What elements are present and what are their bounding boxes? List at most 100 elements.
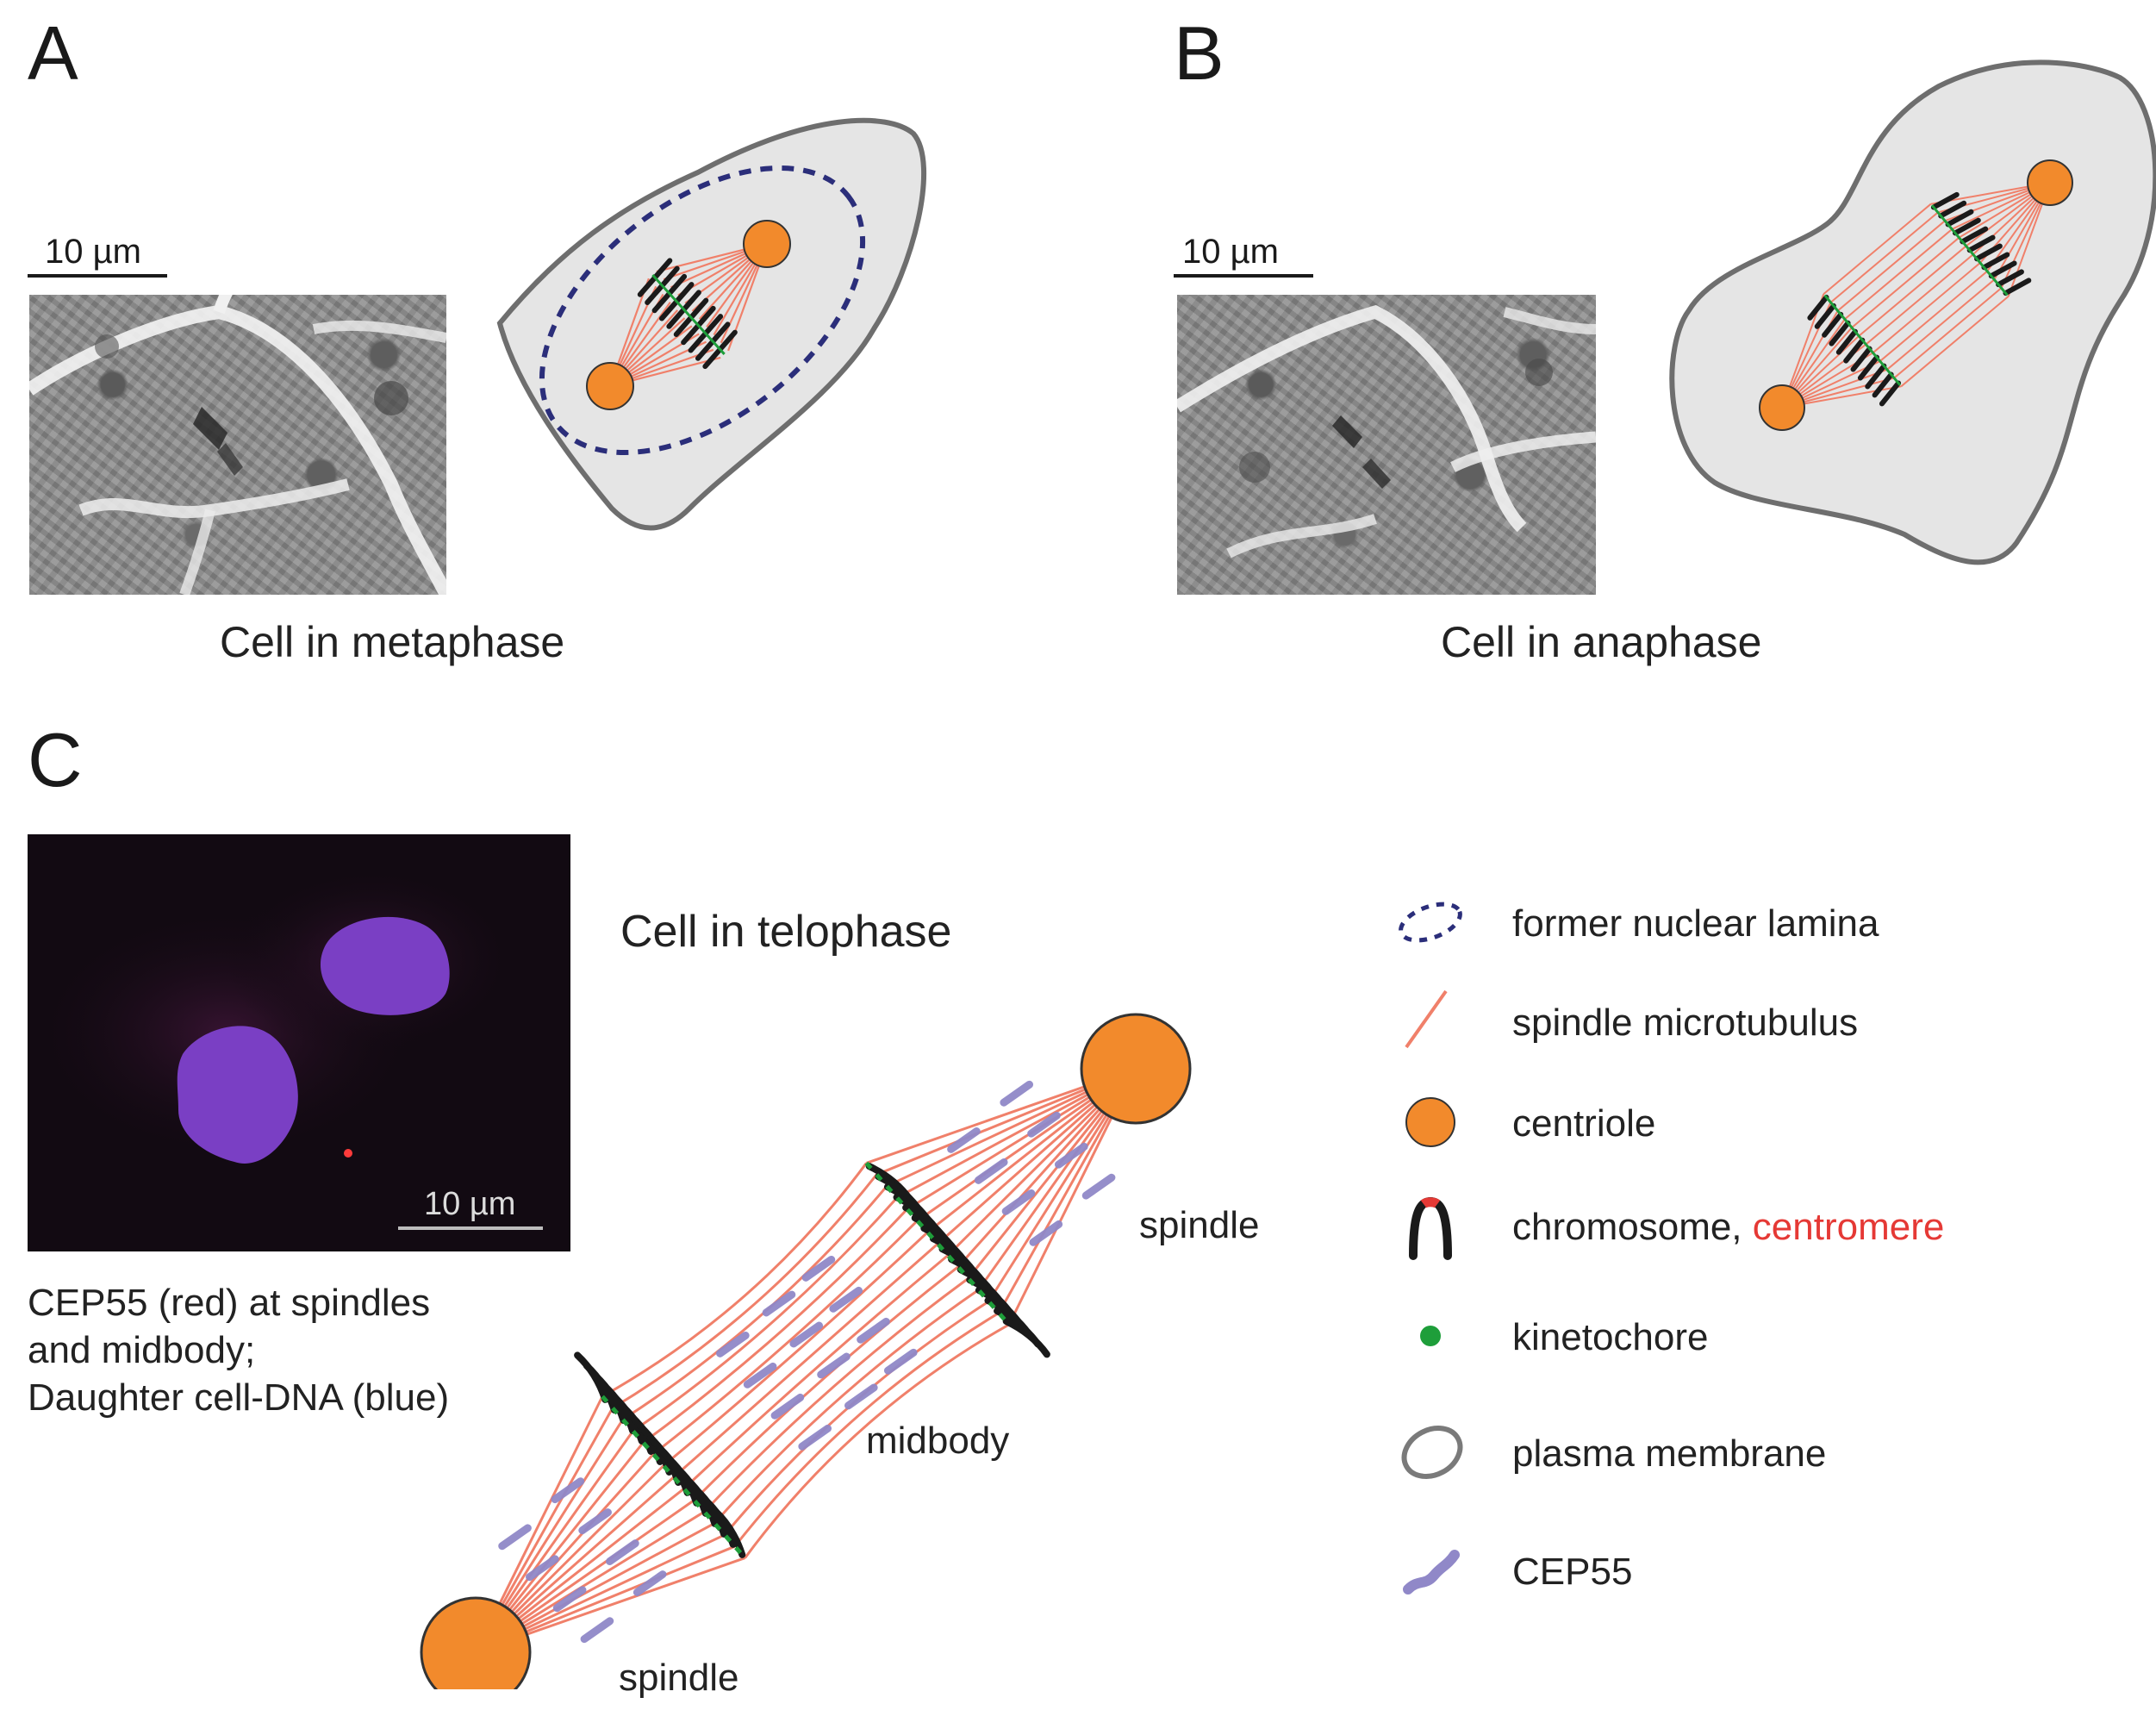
chromosome xyxy=(1807,294,1829,321)
chromosome xyxy=(1865,363,1887,390)
panel-a-micrograph xyxy=(29,295,446,595)
spindle-microtubulus-icon xyxy=(1405,989,1448,1049)
chromosome xyxy=(1850,346,1872,372)
legend-label-chromosome-text: chromosome, xyxy=(1512,1206,1742,1248)
cep55-segment xyxy=(798,1424,832,1451)
cep55-segment xyxy=(1081,1173,1116,1200)
cep55-segment xyxy=(974,1158,1008,1184)
microtubule xyxy=(1823,203,1932,295)
chromosome xyxy=(1872,371,1894,398)
microtubule xyxy=(733,1312,1000,1548)
chromosome xyxy=(1814,303,1836,329)
kinetochore-plate xyxy=(601,1395,747,1560)
microtubule xyxy=(1837,220,1946,312)
daughter-nucleus-bottom xyxy=(177,1026,298,1164)
legend-label-chromosome: chromosome, centromere xyxy=(1512,1208,1944,1246)
cep55-segment xyxy=(844,1383,878,1410)
legend-row-kinetochore: kinetochore xyxy=(1379,1301,2120,1370)
kinetochore-plate xyxy=(864,1161,1011,1326)
cep55-segment xyxy=(552,1586,587,1613)
cep55-icon xyxy=(1403,1550,1460,1595)
microtubule xyxy=(601,1162,868,1398)
legend-row-spindle-microtubulus: spindle microtubulus xyxy=(1379,987,2120,1056)
panel-c-spindle-label-top: spindle xyxy=(1139,1204,1260,1246)
microtubule xyxy=(1879,270,1988,362)
cep55-segment xyxy=(580,1617,614,1644)
microtubule xyxy=(632,1196,899,1432)
kinetochore-plate xyxy=(651,274,726,355)
cep55-segment xyxy=(632,1570,667,1596)
chromosome xyxy=(1988,260,2017,279)
chromosome xyxy=(1960,226,1989,245)
legend-row-former-nuclear-lamina: former nuclear lamina xyxy=(1379,888,2120,957)
panel-c-scale-label: 10 µm xyxy=(424,1186,516,1222)
daughter-nucleus-top xyxy=(320,916,450,1015)
legend-label-cep55: CEP55 xyxy=(1512,1551,1633,1593)
panel-b-caption: Cell in anaphase xyxy=(1441,618,1762,666)
panel-b-scale-label: 10 µm xyxy=(1182,233,1279,271)
cep55-segment xyxy=(1000,1080,1034,1107)
panel-a-scale-label: 10 µm xyxy=(45,233,141,271)
microtubule xyxy=(1858,245,1967,337)
microtubule xyxy=(1886,278,1995,371)
microtubule xyxy=(744,1323,1010,1559)
microtubule xyxy=(1865,253,1974,346)
panel-a-nuclear-lamina xyxy=(539,165,866,455)
plasma-membrane-icon xyxy=(1401,1426,1463,1479)
cep55-segment xyxy=(789,1321,824,1348)
cep55-segment xyxy=(498,1524,532,1551)
panel-a-scale-bar xyxy=(28,274,167,278)
cep55-segment xyxy=(1001,1189,1036,1215)
chromosome xyxy=(1843,337,1866,364)
panel-a-caption: Cell in metaphase xyxy=(220,618,565,666)
panel-c-letter: C xyxy=(28,717,83,802)
chromosome xyxy=(1930,191,1960,210)
microtubule xyxy=(703,1277,969,1513)
chromosome xyxy=(1966,234,1996,253)
panel-a-diagram xyxy=(496,117,926,531)
centriole-icon xyxy=(1405,1097,1455,1147)
microtubule xyxy=(652,1220,919,1456)
cep55-segment xyxy=(770,1393,805,1420)
chromosome xyxy=(1879,380,1902,407)
panel-b-centriole-bottom xyxy=(1759,384,1805,431)
telophase-centriole-top xyxy=(1080,1013,1192,1125)
chromosome xyxy=(1857,354,1880,381)
legend-label-former-nuclear-lamina: former nuclear lamina xyxy=(1512,902,1879,945)
cep55-segment xyxy=(743,1362,777,1389)
microtubule xyxy=(1844,228,1953,321)
legend-row-plasma-membrane: plasma membrane xyxy=(1379,1418,2120,1487)
cep55-segment xyxy=(551,1477,585,1504)
panel-b-diagram xyxy=(1669,59,2156,565)
kinetochore-plate xyxy=(1930,204,2009,296)
cep55-segment xyxy=(716,1331,750,1357)
chromosome-icon xyxy=(1409,1196,1452,1260)
legend-row-chromosome: chromosome, centromere xyxy=(1379,1191,2120,1260)
microtubule xyxy=(1872,262,1981,354)
legend-row-cep55: CEP55 xyxy=(1379,1536,2120,1605)
panel-b-centriole-top xyxy=(2027,159,2073,206)
legend-row-centriole: centriole xyxy=(1379,1088,2120,1157)
cep55-segment xyxy=(578,1508,612,1535)
panel-b-letter: B xyxy=(1174,10,1224,96)
legend-label-kinetochore: kinetochore xyxy=(1512,1316,1709,1358)
cep55-segment xyxy=(606,1539,639,1566)
cep55-segment xyxy=(1027,1111,1061,1138)
chromosome xyxy=(2003,278,2032,296)
legend-label-centriole: centriole xyxy=(1512,1102,1656,1145)
chromosome xyxy=(1952,217,1981,236)
panel-a-letter: A xyxy=(28,10,78,96)
microtubule xyxy=(693,1265,959,1501)
panel-c-telophase-diagram xyxy=(420,1013,1192,1689)
kinetochore-icon xyxy=(1420,1326,1441,1346)
panel-c-scale-bar xyxy=(398,1226,543,1230)
panel-c-micrograph-caption-line2: and midbody; xyxy=(28,1329,256,1371)
panel-b-plasma-membrane xyxy=(1669,59,2156,565)
panel-c-micrograph-caption-line3: Daughter cell-DNA (blue) xyxy=(28,1376,450,1419)
chromosome xyxy=(1974,243,2003,262)
telophase-centriole-bottom xyxy=(420,1596,532,1689)
former-nuclear-lamina-icon xyxy=(1399,902,1462,943)
chromosome xyxy=(1945,209,1974,228)
cep55-segment xyxy=(857,1317,890,1344)
